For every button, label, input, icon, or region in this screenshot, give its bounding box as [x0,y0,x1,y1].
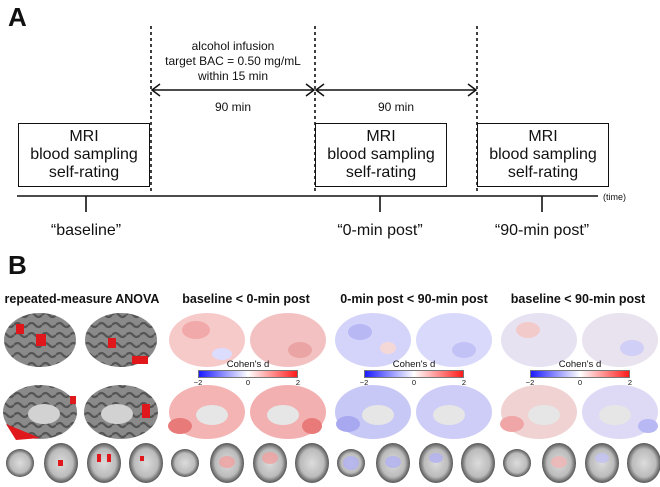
timeline-diagram [17,26,598,212]
baseline-90min-column [500,313,660,483]
interval-label-1: 90 min [214,100,252,114]
column-title-baseline-vs-0min: baseline < 0-min post [182,292,310,306]
colorbar-col3: Cohen's d −2 0 2 [360,359,467,388]
anova-axial-3 [87,443,121,483]
colorbar-gradient [530,370,630,378]
box-line-mri: MRI [69,128,99,145]
colorbar-gradient [198,370,298,378]
timepoint-0min: “0-min post” [337,222,423,239]
box-line-blood: blood sampling [30,146,138,163]
axial-1 [503,449,531,477]
colorbar-gradient [364,370,464,378]
0min-90min-column [335,313,495,483]
colorbar-mid: 0 [245,378,251,387]
anova-lateral-right [85,313,157,367]
panel-a-label: A [8,2,27,32]
interval-label-2: 90 min [377,100,415,114]
infusion-line-1: alcohol infusion [191,39,275,53]
anova-axial-1 [6,449,34,477]
box-line-mri: MRI [528,128,558,145]
anova-axial-4 [129,443,163,483]
column-title-baseline-vs-90min: baseline < 90-min post [510,292,646,306]
colorbar-min: −2 [193,378,203,387]
colorbar-max: 2 [295,378,301,387]
infusion-line-3: within 15 min [197,69,269,83]
box-line-blood: blood sampling [327,146,435,163]
column-title-anova: repeated-measure ANOVA [4,292,160,306]
baseline-0min-column [168,313,329,483]
colorbar-mid: 0 [411,378,417,387]
colorbar-title: Cohen's d [226,359,270,370]
panel-b-label: B [8,250,27,280]
column-title-0min-vs-90min: 0-min post < 90-min post [340,292,488,306]
infusion-annotation: alcohol infusion target BAC = 0.50 mg/mL… [152,39,314,84]
axial-4 [627,443,660,483]
axial-4 [461,443,495,483]
box-line-rating: self-rating [345,164,417,181]
colorbar-col4: Cohen's d −2 0 2 [526,359,633,388]
session-box-baseline: MRI blood sampling self-rating [18,123,150,187]
colorbar-min: −2 [359,378,369,387]
colorbar-max: 2 [461,378,467,387]
colorbar-col2: Cohen's d −2 0 2 [194,359,301,388]
axial-4 [295,443,329,483]
axial-1 [171,449,199,477]
timepoint-baseline: “baseline” [50,222,122,239]
infusion-line-2: target BAC = 0.50 mg/mL [165,54,301,68]
box-line-rating: self-rating [507,164,579,181]
interval-arrow-2 [314,83,478,97]
interval-arrow-1 [150,83,316,97]
box-line-blood: blood sampling [489,146,597,163]
colorbar-mid: 0 [577,378,583,387]
timepoint-90min: “90-min post” [494,222,590,239]
colorbar-title: Cohen's d [558,359,602,370]
session-box-0min: MRI blood sampling self-rating [315,123,447,187]
colorbar-max: 2 [627,378,633,387]
brain-maps [3,313,660,483]
box-line-rating: self-rating [48,164,120,181]
box-line-mri: MRI [366,128,396,145]
anova-column [3,313,163,483]
session-box-90min: MRI blood sampling self-rating [477,123,609,187]
time-axis-label: (time) [603,192,626,202]
colorbar-title: Cohen's d [392,359,436,370]
colorbar-min: −2 [525,378,535,387]
